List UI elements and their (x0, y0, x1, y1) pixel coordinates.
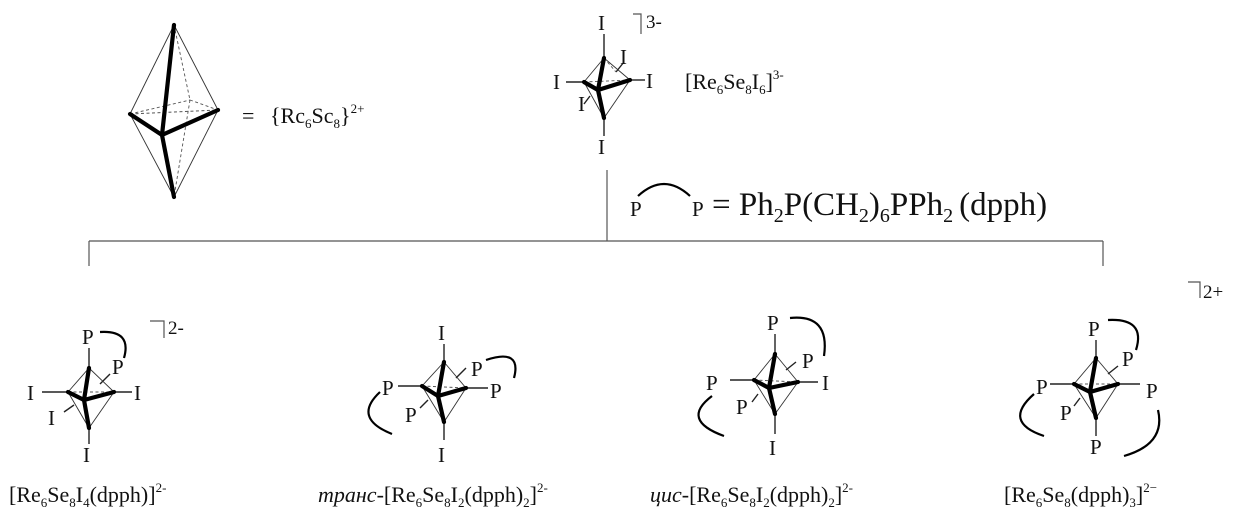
p1-atom-I-right: I (134, 381, 141, 405)
atom-I-right: I (646, 69, 653, 93)
p1-atom-P-top: P (82, 325, 94, 349)
ligand-p-left: P (630, 197, 642, 221)
p3-atom-I-bottom: I (769, 436, 776, 460)
ligand-arc (637, 183, 691, 197)
atom-I-back: I (620, 45, 627, 69)
p4-atom-P-front: P (1060, 401, 1072, 425)
p3-atom-P-front: P (736, 395, 748, 419)
p2-atom-P-back: P (471, 357, 483, 381)
atom-I-top: I (598, 11, 605, 35)
cluster-octahedron-large (127, 22, 221, 200)
p2-atom-I-bottom: I (438, 443, 445, 467)
p1-atom-P-back: P (112, 355, 124, 379)
p1-charge-bracket (150, 320, 165, 338)
product-4-cluster (1019, 318, 1161, 458)
p2-formula: транс-[Re6Se8I2(dpph)2]2- (318, 480, 548, 510)
p1-formula: [Re6Se8I4(dpph)]2- (9, 480, 166, 510)
p4-atom-P-bottom: P (1090, 435, 1102, 459)
precursor-charge: 3- (646, 12, 662, 33)
p2-atom-P-left: P (382, 376, 394, 400)
p2-atom-I-top: I (438, 321, 445, 345)
reaction-connector (88, 170, 1104, 266)
p2-atom-P-front: P (405, 403, 417, 427)
p4-atom-P-left: P (1036, 375, 1048, 399)
p1-bracket-charge: 2- (168, 318, 184, 339)
atom-I-bottom: I (598, 135, 605, 159)
p4-charge-bracket (1188, 281, 1201, 298)
p3-atom-I-right: I (822, 371, 829, 395)
precursor-formula: [Re6Se8I6]3- (685, 67, 784, 97)
p1-atom-I-bottom: I (83, 443, 90, 467)
p4-formula: [Re6Se8(dpph)3]2− (1004, 480, 1157, 510)
product-2-cluster (367, 344, 517, 440)
ligand-formula: = Ph2P(CH2)6PPh2(dpph) (712, 187, 1047, 227)
p3-atom-P-top: P (767, 311, 779, 335)
p3-formula: цис-[Re6Se8I2(dpph)2]2- (650, 480, 853, 510)
p4-atom-P-back: P (1122, 347, 1134, 371)
product-1-cluster (42, 330, 132, 444)
atom-I-left: I (553, 70, 560, 94)
p4-bracket-charge: 2+ (1203, 282, 1223, 303)
legend-equals: = (242, 103, 254, 128)
legend-formula: {Rc6Sc8}2+ (270, 101, 364, 131)
p3-atom-P-back: P (802, 349, 814, 373)
precursor-cluster (566, 34, 645, 136)
p3-atom-P-left: P (706, 371, 718, 395)
p2-atom-P-right: P (490, 379, 502, 403)
p1-atom-I-left: I (27, 381, 34, 405)
p4-atom-P-right: P (1146, 379, 1158, 403)
p4-atom-P-top: P (1088, 317, 1100, 341)
ligand-p-right: P (692, 197, 704, 221)
product-3-cluster (697, 316, 826, 438)
p1-atom-I-front: I (48, 406, 55, 430)
precursor-charge-bracket (633, 13, 642, 34)
atom-I-front: I (578, 92, 585, 116)
